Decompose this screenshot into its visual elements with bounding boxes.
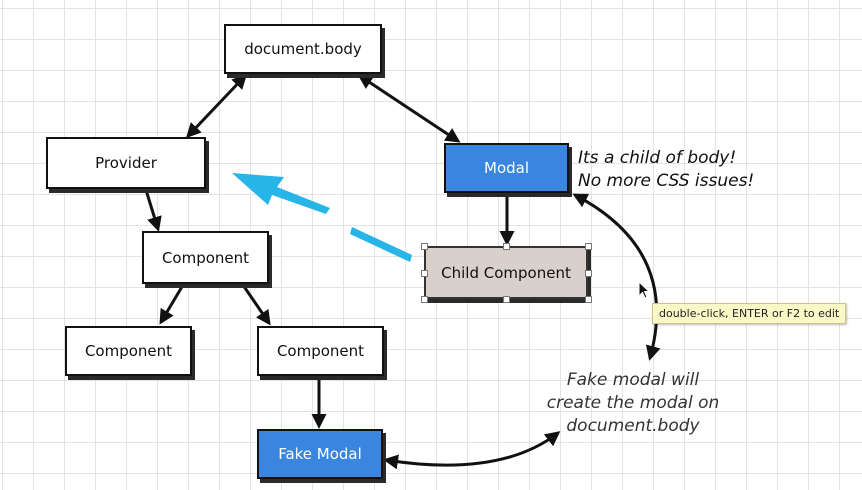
node-component-left[interactable]: Component <box>65 326 192 376</box>
curve-fakemodal-note <box>383 431 561 470</box>
highlight-arrow <box>232 173 330 214</box>
highlight-arrow-tail <box>350 227 412 262</box>
edge-component-left <box>159 284 185 325</box>
node-child-component[interactable]: Child Component <box>424 246 588 299</box>
selection-handle[interactable] <box>503 296 510 303</box>
modal-note: Its a child of body! No more CSS issues! <box>578 147 754 193</box>
edge-body-provider <box>185 73 248 139</box>
node-fake-modal[interactable]: Fake Modal <box>257 429 383 479</box>
selection-handle[interactable] <box>585 243 592 250</box>
modal-note-line: Its a child of body! <box>578 148 737 168</box>
fake-modal-note-line: document.body <box>566 416 700 436</box>
edit-tooltip: double-click, ENTER or F2 to edit <box>652 303 847 324</box>
selection-handle[interactable] <box>585 270 592 277</box>
selection-handle[interactable] <box>585 296 592 303</box>
curve-modal-note <box>572 193 661 361</box>
edge-body-modal <box>357 74 461 143</box>
fake-modal-note-line: create the modal on <box>546 393 720 413</box>
node-component[interactable]: Component <box>142 231 269 284</box>
fake-modal-note: Fake modal will create the modal on docu… <box>528 369 738 438</box>
edge-provider-component <box>144 189 162 232</box>
node-provider[interactable]: Provider <box>46 137 206 189</box>
selection-handle[interactable] <box>421 243 428 250</box>
selection-handle[interactable] <box>421 270 428 277</box>
modal-note-line: No more CSS issues! <box>578 171 755 191</box>
fake-modal-note-line: Fake modal will <box>566 370 700 390</box>
selection-handle[interactable] <box>503 243 510 250</box>
mouse-cursor-icon <box>638 281 650 299</box>
node-component-right[interactable]: Component <box>257 326 384 376</box>
selection-handle[interactable] <box>421 296 428 303</box>
node-modal[interactable]: Modal <box>444 143 569 193</box>
node-document-body[interactable]: document.body <box>224 24 382 74</box>
edge-component-right <box>241 284 271 326</box>
